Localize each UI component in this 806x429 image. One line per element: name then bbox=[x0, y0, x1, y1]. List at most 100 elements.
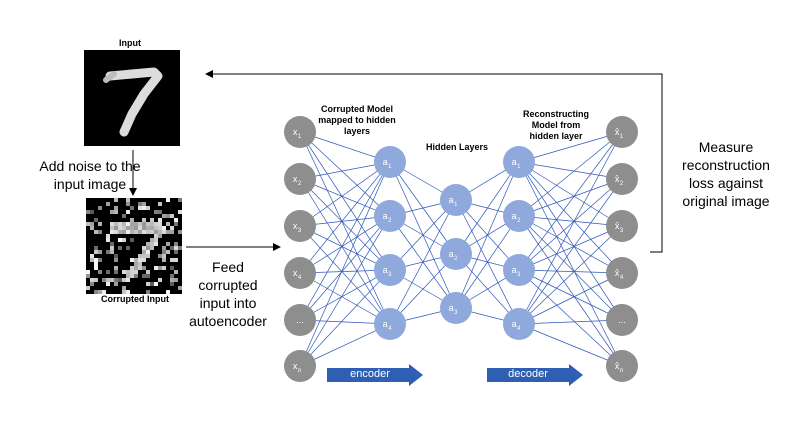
noise-pixel bbox=[170, 266, 174, 270]
decoder-node-2: a2 bbox=[503, 200, 535, 232]
node-subscript: 3 bbox=[454, 310, 458, 316]
noise-pixel bbox=[130, 266, 134, 270]
noise-pixel bbox=[146, 222, 150, 226]
node-label: x4 bbox=[293, 268, 302, 281]
noise-pixel bbox=[126, 222, 130, 226]
noise-pixel bbox=[114, 278, 118, 282]
noise-pixel bbox=[142, 258, 146, 262]
noise-pixel bbox=[134, 274, 138, 278]
network-edge bbox=[518, 269, 623, 321]
network-edge bbox=[389, 253, 457, 325]
node-label: a3 bbox=[449, 303, 459, 316]
noise-pixel bbox=[122, 238, 126, 242]
node-label: a1 bbox=[383, 157, 393, 170]
network-edge bbox=[299, 215, 391, 274]
network-edge bbox=[518, 225, 623, 271]
noise-pixel bbox=[110, 226, 114, 230]
node-subscript: 2 bbox=[517, 218, 521, 224]
network-edge bbox=[299, 269, 391, 321]
noise-pixel bbox=[170, 282, 174, 286]
network-edge bbox=[518, 161, 623, 321]
reconstructing-label: Reconstructing Model from hidden layer bbox=[522, 109, 589, 141]
noise-pixel bbox=[110, 250, 114, 254]
noise-pixel bbox=[114, 254, 118, 258]
bottleneck-node-3: a3 bbox=[440, 292, 472, 324]
noise-pixel bbox=[98, 258, 102, 262]
noise-pixel bbox=[154, 210, 158, 214]
noise-pixel bbox=[158, 278, 162, 282]
noise-pixel bbox=[158, 234, 162, 238]
network-edge bbox=[299, 178, 391, 217]
noise-pixel bbox=[162, 214, 166, 218]
noise-pixel bbox=[106, 234, 110, 238]
network-edge bbox=[299, 272, 391, 325]
noise-pixel bbox=[142, 250, 146, 254]
noise-pixel bbox=[122, 270, 126, 274]
network-edge bbox=[299, 215, 391, 321]
network-edge bbox=[518, 178, 623, 271]
decoder-node-4: a4 bbox=[503, 308, 535, 340]
noise-pixel bbox=[146, 242, 150, 246]
network-edge bbox=[299, 178, 391, 325]
noise-pixel bbox=[146, 270, 150, 274]
noise-pixel bbox=[146, 290, 150, 294]
noise-pixel bbox=[86, 270, 90, 274]
noise-pixel bbox=[90, 258, 94, 262]
network-edge bbox=[518, 131, 623, 163]
node-circle bbox=[440, 184, 472, 216]
noise-pixel bbox=[162, 250, 166, 254]
noise-pixel bbox=[122, 286, 126, 290]
noise-pixel bbox=[114, 210, 118, 214]
node-circle bbox=[374, 146, 406, 178]
corrupted-model-label: Corrupted Model mapped to hidden layers bbox=[318, 104, 396, 136]
noise-pixel bbox=[118, 238, 122, 242]
noise-pixel bbox=[170, 278, 174, 282]
node-label: x̂n bbox=[615, 361, 623, 374]
noise-pixel bbox=[174, 242, 178, 246]
node-circle bbox=[284, 163, 316, 195]
noise-pixel bbox=[174, 222, 178, 226]
noise-pixel bbox=[126, 278, 130, 282]
output-node-3: x̂3 bbox=[606, 210, 638, 242]
noise-pixel bbox=[106, 278, 110, 282]
network-edge bbox=[518, 323, 623, 367]
noise-pixel bbox=[138, 258, 142, 262]
bottleneck-node-2: a2 bbox=[440, 238, 472, 270]
noise-pixel bbox=[174, 218, 178, 222]
noise-pixel bbox=[130, 258, 134, 262]
noise-pixel bbox=[170, 258, 174, 262]
noise-pixel bbox=[146, 254, 150, 258]
node-circle bbox=[606, 163, 638, 195]
network-edge bbox=[518, 161, 623, 367]
noise-pixel bbox=[114, 282, 118, 286]
noise-pixel bbox=[110, 246, 114, 250]
noise-pixel bbox=[86, 210, 90, 214]
node-subscript: 1 bbox=[454, 202, 458, 208]
noise-pixel bbox=[162, 266, 166, 270]
noise-pixel bbox=[106, 202, 110, 206]
noise-pixel bbox=[106, 238, 110, 242]
noise-pixel bbox=[162, 226, 166, 230]
network-edge bbox=[518, 215, 623, 321]
network-edge bbox=[299, 131, 391, 217]
noise-pixel bbox=[166, 214, 170, 218]
noise-pixel bbox=[134, 230, 138, 234]
noise-pixel bbox=[166, 290, 170, 294]
node-circle bbox=[284, 210, 316, 242]
noise-pixel bbox=[98, 222, 102, 226]
noise-pixel bbox=[94, 290, 98, 294]
noise-pixel bbox=[118, 278, 122, 282]
noise-pixel bbox=[138, 266, 142, 270]
node-subscript: 3 bbox=[517, 272, 521, 278]
noise-pixel bbox=[150, 246, 154, 250]
node-subscript: 4 bbox=[620, 275, 624, 281]
noise-pixel bbox=[142, 218, 146, 222]
flow-arrows bbox=[129, 70, 663, 386]
node-label: x̂3 bbox=[615, 221, 624, 234]
noise-pixel bbox=[130, 206, 134, 210]
noise-pixel bbox=[90, 278, 94, 282]
network-edge bbox=[518, 215, 623, 367]
noise-pixel bbox=[134, 262, 138, 266]
node-circle bbox=[503, 200, 535, 232]
noise-pixel bbox=[98, 270, 102, 274]
